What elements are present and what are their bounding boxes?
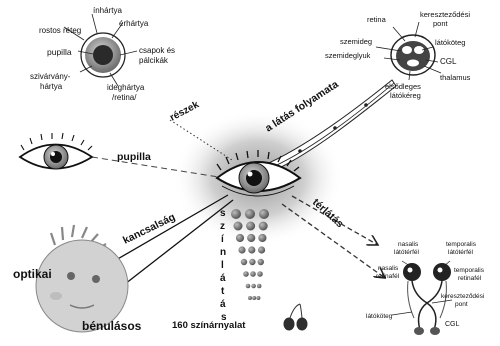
color-dot — [256, 296, 260, 300]
color-dot — [248, 246, 255, 253]
color-dot — [234, 222, 243, 231]
label-inhartya: ínhártya — [93, 6, 122, 15]
label-nasalis-latoterfel-2: látótérfél — [394, 249, 419, 256]
caption-160-szinarnyalat: 160 színárnyalat — [172, 320, 246, 331]
color-dot — [247, 234, 255, 242]
color-dot — [241, 259, 247, 265]
label-temporalis-latoterfel-1: temporalis — [446, 241, 477, 248]
color-dot — [245, 209, 255, 219]
color-dot — [246, 222, 255, 231]
color-dot — [258, 259, 264, 265]
color-dot — [249, 259, 255, 265]
label-csapok-2: pálcikák — [139, 56, 169, 65]
color-dots — [231, 209, 269, 300]
color-dot — [248, 296, 252, 300]
color-dot — [259, 209, 269, 219]
label-erhartya: érhártya — [119, 19, 149, 28]
label-temporalis-retinafel-2: retinafél — [458, 275, 482, 282]
label-thalamus: thalamus — [440, 73, 471, 82]
color-dot — [231, 209, 241, 219]
label-ideghartya-2: /retina/ — [112, 93, 137, 102]
label-field-kereszt-2: pont — [455, 301, 468, 308]
color-dot — [243, 271, 249, 277]
label-szemideglyuk: szemideglyuk — [325, 51, 371, 60]
label-csapok-1: csapok és — [139, 46, 175, 55]
color-dot — [257, 271, 263, 277]
color-dot — [257, 284, 262, 289]
color-dot — [252, 296, 256, 300]
label-szemideg: szemideg — [340, 37, 372, 46]
color-dot — [250, 271, 256, 277]
szinlatas-letter: z — [220, 221, 225, 232]
color-dot — [251, 284, 256, 289]
szinlatas-letter: á — [220, 299, 226, 310]
label-optikai: optikai — [13, 267, 52, 281]
label-elsodleges-1: elsődleges — [385, 82, 421, 91]
szinlatas-letter: n — [220, 247, 226, 258]
label-field-cgl: CGL — [445, 321, 460, 328]
label-kereszt-2: pont — [433, 19, 449, 28]
branch-pupilla: pupilla — [117, 151, 151, 163]
label-rostos-reteg: rostos réteg — [39, 26, 81, 35]
color-dot — [258, 246, 265, 253]
label-nasalis-retinafel-2: retinafél — [376, 273, 400, 280]
label-nasalis-retinafel-1: nasalis — [378, 265, 399, 272]
color-dot — [246, 284, 251, 289]
label-retina: retina — [367, 15, 387, 24]
szinlatas-letter: s — [220, 208, 226, 219]
left-eye — [20, 133, 92, 169]
label-ideghartya-1: ideghártya — [107, 83, 145, 92]
label-field-kereszt-1: kereszteződési — [441, 293, 484, 300]
label-nasalis-latoterfel-1: nasalis — [398, 241, 419, 248]
color-dot — [238, 246, 245, 253]
brain-pathway-diagram — [376, 22, 441, 80]
branch-reszek: részek — [168, 99, 201, 124]
label-elsodleges-2: látókéreg — [390, 91, 421, 100]
cherries-icon — [284, 304, 308, 331]
label-pupilla-anatomy: pupilla — [47, 47, 72, 57]
color-dot — [258, 234, 266, 242]
color-dot — [259, 222, 268, 231]
label-szivarvany-2: hártya — [40, 82, 63, 91]
szinlatas-letter: l — [221, 260, 224, 271]
label-field-latokoteg: látóköteg — [366, 313, 393, 320]
color-dot — [236, 234, 244, 242]
label-latokoteg: látóköteg — [435, 38, 465, 47]
label-cgl-top: CGL — [440, 57, 457, 66]
szinlatas-letter: á — [220, 273, 226, 284]
label-kereszt-1: kereszteződési — [420, 10, 470, 19]
label-temporalis-retinafel-1: temporalis — [454, 267, 485, 274]
label-benulasos: bénulásos — [82, 319, 142, 333]
szinlatas-letter: t — [221, 286, 225, 297]
label-temporalis-latoterfel-2: látótérfél — [448, 249, 473, 256]
label-szivarvany-1: szivárvány- — [30, 72, 71, 81]
